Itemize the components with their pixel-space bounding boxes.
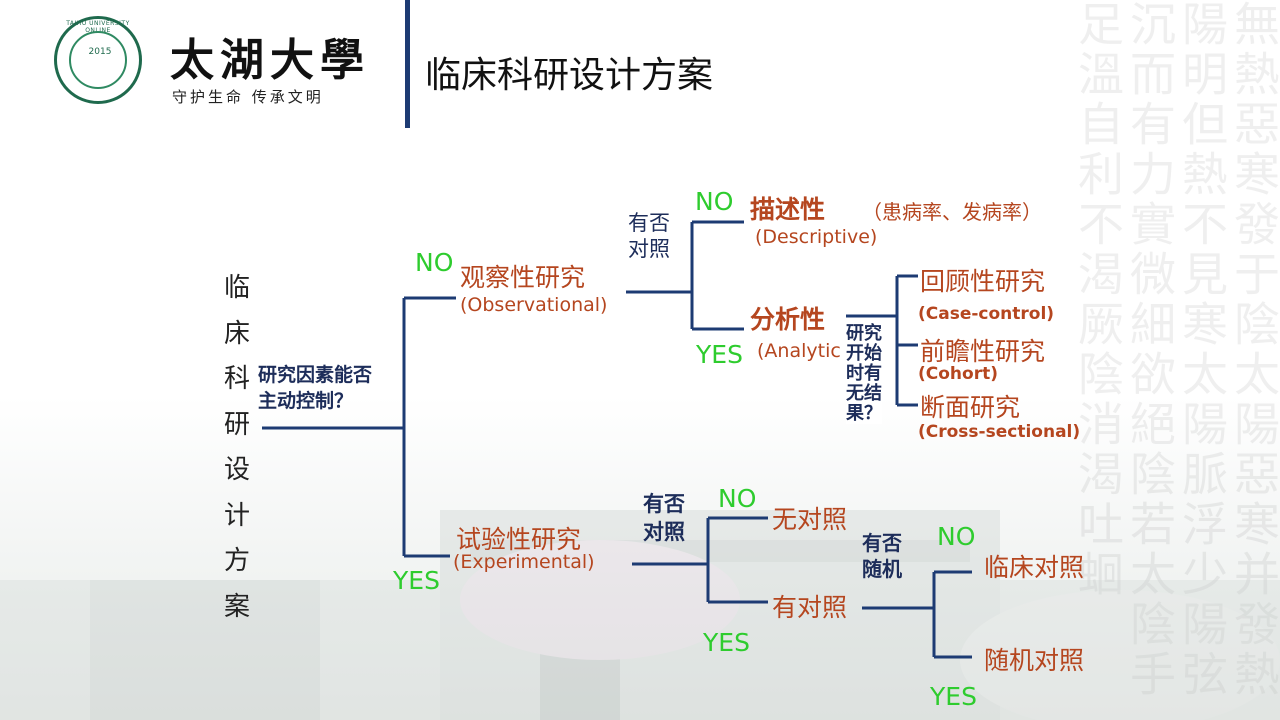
analytic-label: 分析性 (750, 305, 826, 334)
university-name: 太湖大學 (170, 35, 370, 86)
descriptive-answer: NO (695, 187, 734, 216)
retrospective-en: (Case-control) (918, 304, 1055, 324)
descriptive-label: 描述性 (750, 195, 826, 224)
university-logo: TAIHU UNIVERSITY ONLINE 2015 (54, 16, 142, 104)
observational-answer: NO (415, 248, 454, 277)
experimental-answer: YES (393, 566, 440, 595)
cross-sectional-en: (Cross-sectional) (918, 422, 1081, 442)
background-campus-photo (0, 510, 1280, 720)
prospective-label: 前瞻性研究 (920, 337, 1046, 366)
obs-question-line: 对照 (628, 237, 670, 261)
retrospective-label: 回顾性研究 (920, 267, 1046, 296)
vertical-title-char: 床 (223, 318, 250, 349)
has-control-answer: YES (703, 628, 750, 657)
random-question-line: 有否 (862, 531, 902, 555)
root-question: 研究因素能否 主动控制？ (258, 364, 372, 412)
analytic-answer: YES (696, 340, 743, 369)
slide-title: 临床科研设计方案 (425, 55, 714, 96)
clinical-control-label: 临床对照 (984, 553, 1085, 582)
descriptive-en: (Descriptive) (755, 226, 878, 248)
obs-question-line: 有否 (628, 211, 670, 235)
obs-control-question: 有否 对照 (628, 210, 670, 262)
observational-label: 观察性研究 (460, 263, 586, 292)
vertical-title-char: 研 (223, 409, 250, 440)
random-question-line: 随机 (862, 557, 902, 581)
vertical-title-char: 方 (223, 546, 250, 576)
no-control-label: 无对照 (772, 505, 848, 534)
analytic-question-line: 无结 (846, 383, 882, 404)
analytic-question-line: 时有 (846, 363, 882, 384)
descriptive-note: （患病率、发病率） (862, 200, 1042, 224)
has-control-label: 有对照 (772, 593, 848, 622)
no-control-answer: NO (718, 484, 757, 513)
university-motto: 守护生命 传承文明 (172, 88, 324, 106)
observational-en: (Observational) (460, 294, 608, 316)
experimental-en: (Experimental) (453, 551, 595, 573)
cross-sectional-label: 断面研究 (920, 393, 1021, 422)
exp-question-line: 对照 (643, 520, 685, 544)
random-question: 有否 随机 (862, 530, 902, 582)
vertical-title-char: 临 (223, 273, 250, 303)
clinical-control-answer: NO (937, 522, 976, 551)
exp-control-question: 有否 对照 (643, 490, 685, 546)
vertical-title-char: 案 (223, 591, 250, 622)
prospective-en: (Cohort) (918, 364, 998, 384)
header-divider (405, 0, 410, 128)
root-question-line: 研究因素能否 (258, 364, 373, 386)
vertical-title-char: 科 (223, 364, 250, 394)
vertical-title-char: 计 (223, 500, 250, 531)
experimental-label: 试验性研究 (456, 525, 582, 554)
analytic-question-line: 开始 (846, 343, 882, 364)
vertical-title: 临 床 科 研 设 计 方 案 (220, 266, 254, 630)
logo-ring-text: TAIHU UNIVERSITY ONLINE (66, 20, 130, 34)
analytic-question-line: 研究 (846, 323, 882, 344)
root-question-line: 主动控制？ (258, 390, 354, 412)
random-control-answer: YES (930, 682, 977, 711)
logo-emblem: 2015 (69, 31, 127, 89)
background-calligraphy-watermark: 無熱惡寒發于陰太陽惡寒并發熱陽明但熱不見寒太陽脈浮少陽弦沉而有力實微細欲絕陰若太… (1071, 0, 1280, 700)
vertical-title-char: 设 (223, 455, 250, 485)
exp-question-line: 有否 (643, 492, 685, 516)
analytic-en: (Analytic (757, 340, 841, 362)
random-control-label: 随机对照 (984, 646, 1085, 675)
analytic-question-line: 果？ (846, 403, 882, 424)
analytic-timing-question: 研究 开始 时有 无结 果？ (846, 324, 882, 424)
logo-year: 2015 (88, 47, 112, 57)
